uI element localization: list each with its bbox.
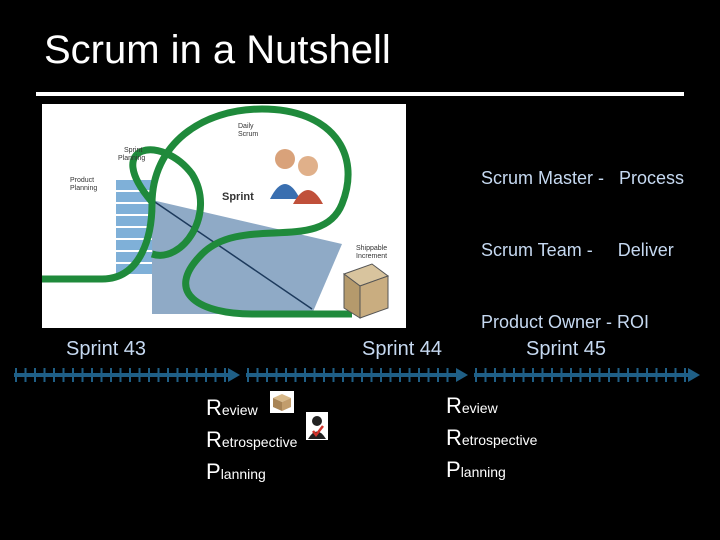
label-sprint: Sprint (222, 191, 254, 203)
role-scrum-master: Scrum Master - Process (481, 168, 685, 188)
ceremony-planning-1: Planning (206, 459, 266, 484)
timeline-ticks (15, 368, 686, 382)
sprint-planning-loop (129, 146, 205, 259)
role-product-owner: Product Owner - ROI (481, 312, 650, 332)
ceremony-retrospective-1: Retrospective (206, 427, 298, 452)
roles-list: Scrum Master - Process Scrum Team - Deli… (481, 118, 684, 358)
shippable-box-icon (342, 263, 390, 319)
timeline-arrow-3 (688, 368, 700, 382)
sprint-44-label: Sprint 44 (362, 338, 443, 360)
label-product-planning-2: Planning (70, 185, 97, 192)
person-checkmark-icon (306, 412, 328, 440)
ceremony-retrospective-2: Retrospective (446, 425, 538, 450)
label-sprint-planning-1: Sprint (124, 147, 142, 154)
sprint-45-label: Sprint 45 (526, 338, 607, 360)
timeline-arrow-2 (456, 368, 468, 382)
ceremony-review-1: Review (206, 395, 258, 420)
label-daily: Daily (238, 123, 254, 130)
title-underline (36, 92, 684, 96)
sprint-loop (42, 105, 352, 318)
label-shippable: Shippable (356, 245, 387, 252)
scrum-cycle-illustration: Daily Scrum Sprint Planning Product Plan… (42, 105, 390, 319)
team-people-icon (270, 149, 323, 204)
ceremony-planning-2: Planning (446, 457, 506, 482)
label-increment: Increment (356, 253, 387, 260)
sprint-43-label: Sprint 43 (66, 338, 147, 360)
burndown-line (151, 199, 313, 310)
ceremonies-list-2: Review Retrospective Planning (446, 391, 537, 487)
sprint-timeline (14, 368, 700, 382)
slide-title: Scrum in a Nutshell (44, 28, 391, 72)
label-product-planning-1: Product (70, 177, 94, 184)
label-scrum: Scrum (238, 131, 258, 138)
ceremonies-list-1: Review Retrospective Planning (206, 393, 297, 489)
scrum-process-diagram: Daily Scrum Sprint Planning Product Plan… (42, 104, 406, 328)
ceremony-review-2: Review (446, 393, 498, 418)
box-icon (270, 391, 294, 413)
timeline-arrow-1 (228, 368, 240, 382)
label-sprint-planning-2: Planning (118, 155, 145, 162)
burndown-area (152, 200, 342, 314)
role-scrum-team: Scrum Team - Deliver (481, 240, 674, 260)
